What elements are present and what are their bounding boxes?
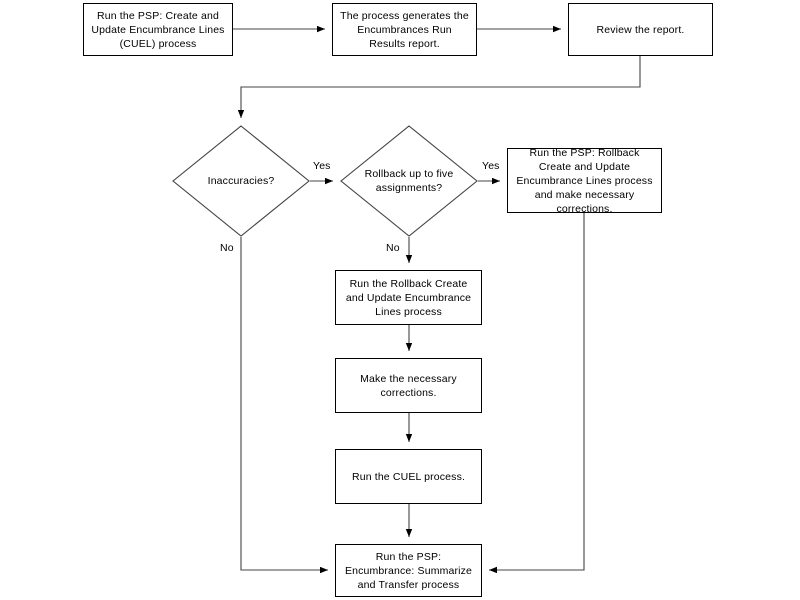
node-process-generates-report[interactable]: The process generates the Encumbrances R… bbox=[332, 3, 477, 56]
edge-label-yes-inaccuracies: Yes bbox=[313, 160, 331, 172]
node-decision-rollback-five-assignments[interactable]: Rollback up to five assignments? bbox=[340, 125, 478, 237]
node-label: Review the report. bbox=[596, 23, 685, 36]
node-review-report[interactable]: Review the report. bbox=[568, 3, 713, 56]
node-run-cuel-process[interactable]: Run the CUEL process. bbox=[335, 449, 482, 504]
node-label: The process generates the Encumbrances R… bbox=[340, 9, 469, 50]
node-label: Run the PSP: Rollback Create and Update … bbox=[516, 146, 653, 215]
node-label: Run the PSP: Encumbrance: Summarize and … bbox=[344, 550, 472, 591]
node-label: Make the necessary corrections. bbox=[360, 372, 457, 399]
diamond-shape bbox=[340, 125, 478, 237]
edge-label-no-rollback: No bbox=[386, 242, 400, 254]
node-decision-inaccuracies[interactable]: Inaccuracies? bbox=[172, 125, 310, 237]
node-label: Run the PSP: Create and Update Encumbran… bbox=[91, 9, 225, 50]
edge-label-yes-rollback: Yes bbox=[482, 160, 500, 172]
connector-review-to-inaccuracies bbox=[237, 56, 641, 118]
node-make-necessary-corrections[interactable]: Make the necessary corrections. bbox=[335, 358, 482, 413]
node-label: Run the CUEL process. bbox=[351, 470, 466, 483]
node-label: Rollback up to five assignments? bbox=[364, 168, 454, 194]
diamond-shape bbox=[172, 125, 310, 237]
node-label: Run the Rollback Create and Update Encum… bbox=[345, 277, 472, 318]
node-run-psp-summarize-transfer[interactable]: Run the PSP: Encumbrance: Summarize and … bbox=[335, 544, 482, 597]
node-run-psp-cuel[interactable]: Run the PSP: Create and Update Encumbran… bbox=[83, 3, 233, 56]
node-run-psp-rollback-corrections[interactable]: Run the PSP: Rollback Create and Update … bbox=[507, 146, 662, 215]
connector-psp-rollback-to-summarize bbox=[489, 213, 585, 574]
connector-inaccuracies-no-to-summarize bbox=[240, 237, 328, 574]
edge-label-no-inaccuracies: No bbox=[220, 242, 234, 254]
node-label: Inaccuracies? bbox=[207, 175, 275, 187]
node-run-rollback-create-update[interactable]: Run the Rollback Create and Update Encum… bbox=[335, 270, 482, 325]
